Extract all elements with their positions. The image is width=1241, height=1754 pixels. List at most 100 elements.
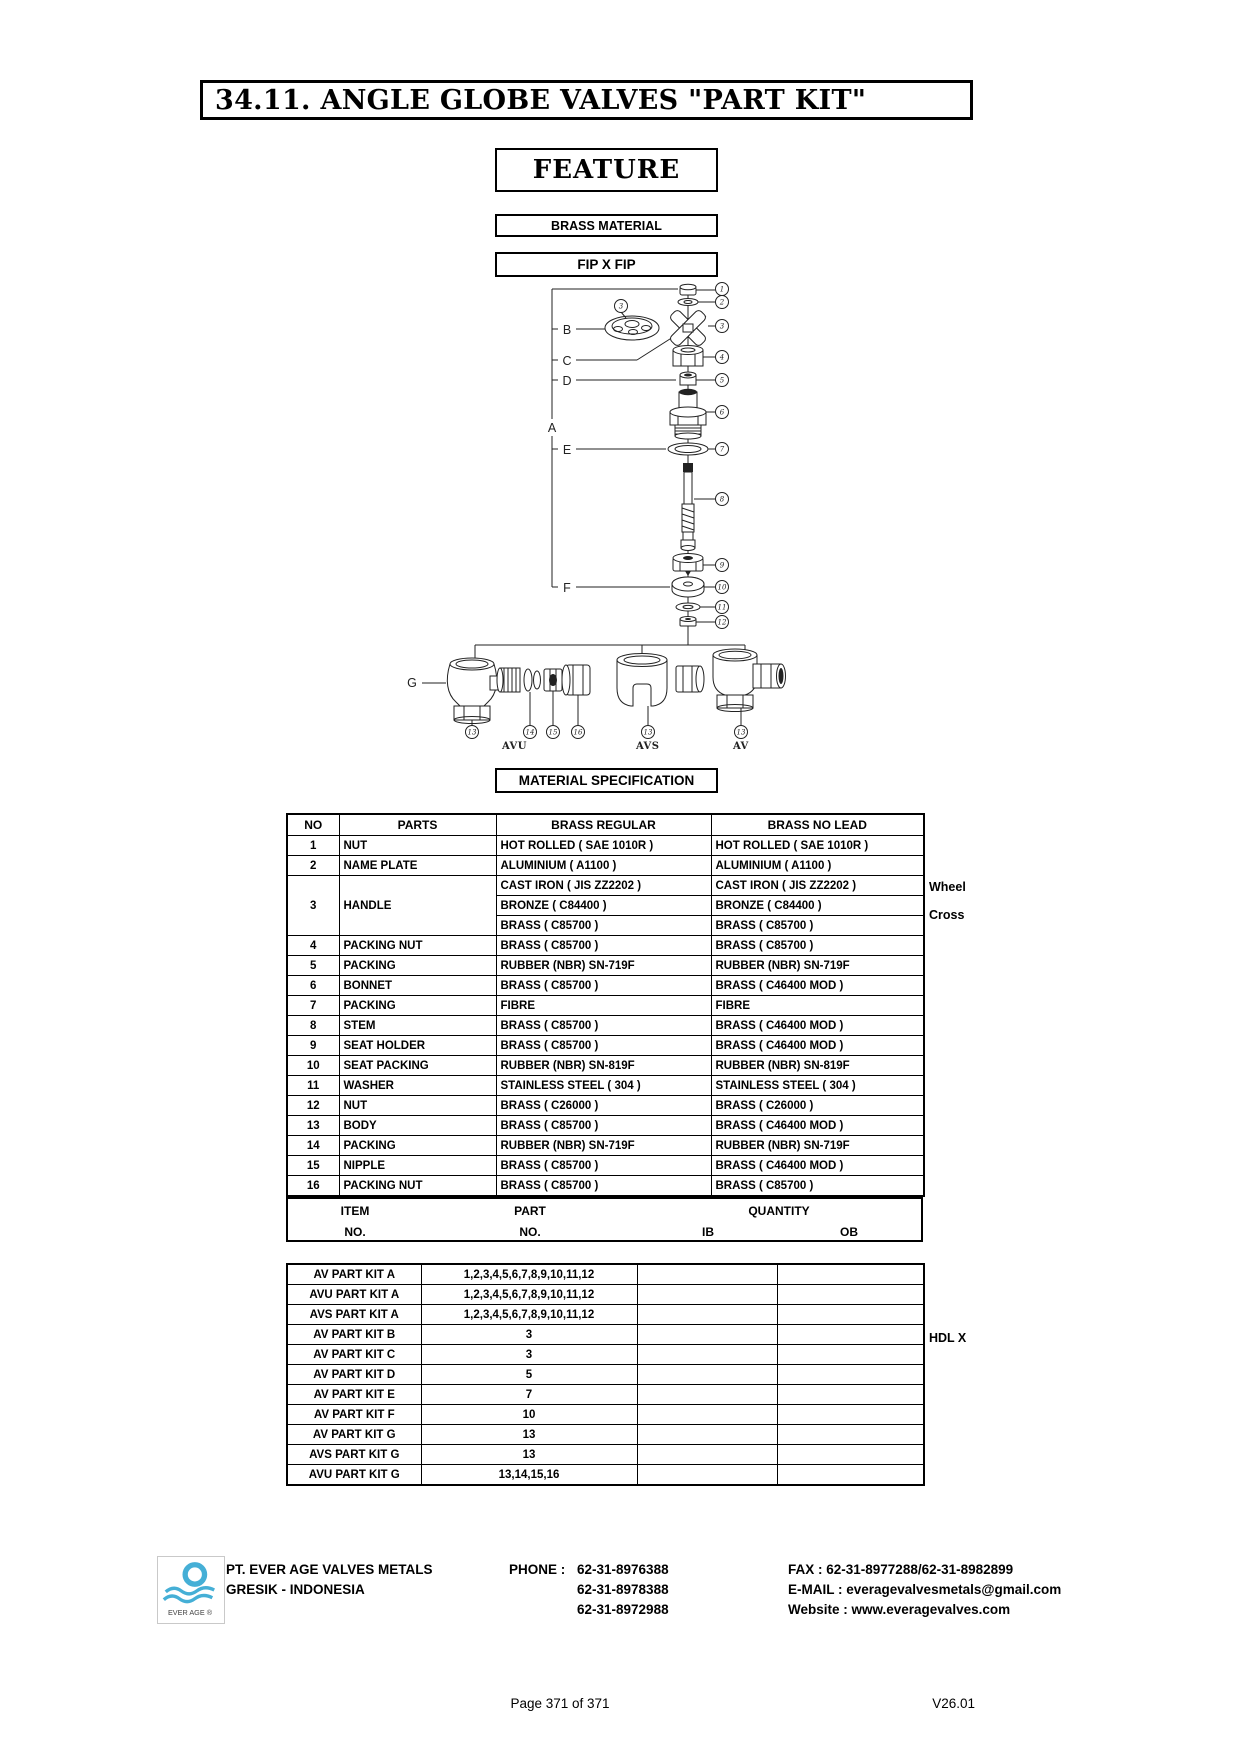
valve-label-avu: AVU <box>501 741 527 752</box>
spec-cell-no: 6 <box>286 975 340 996</box>
spec-cell-no: 8 <box>286 1015 340 1036</box>
feature-heading-text: FEATURE <box>532 155 681 185</box>
spec-cell-parts: NUT <box>338 1095 497 1116</box>
version-label: V26.01 <box>932 1696 975 1711</box>
kit-cell-item: AVS PART KIT G <box>286 1444 422 1465</box>
valve-body-av <box>712 648 786 725</box>
kit-cell-part: 1,2,3,4,5,6,7,8,9,10,11,12 <box>420 1304 638 1325</box>
spec-cell-brass-regular: BRASS ( C85700 ) <box>495 1115 712 1136</box>
kit-cell-ib <box>636 1344 778 1365</box>
spec-cell-brass-regular: RUBBER (NBR) SN-719F <box>495 955 712 976</box>
kit-cell-ob <box>776 1284 925 1305</box>
svg-text:3: 3 <box>720 323 725 331</box>
diagram-letter-f: F <box>563 581 571 595</box>
exploded-valve-diagram: A B C D E F G <box>407 282 786 752</box>
part-cross-handle <box>670 310 715 346</box>
part-packing <box>679 371 715 386</box>
cross-note: Cross <box>929 908 965 922</box>
kit-cell-ob <box>776 1404 925 1425</box>
phone-number-1: 62-31-8976388 <box>577 1562 669 1577</box>
svg-text:6: 6 <box>720 409 725 417</box>
callout-5: 5 <box>715 373 729 387</box>
page-title-text: 34.11. ANGLE GLOBE VALVES "PART KIT" <box>215 84 867 116</box>
spec-cell-brass-regular: BRASS ( C85700 ) <box>495 915 712 936</box>
page-title: 34.11. ANGLE GLOBE VALVES "PART KIT" <box>200 80 973 120</box>
svg-text:14: 14 <box>526 729 535 737</box>
spec-cell-parts: PACKING <box>338 955 497 976</box>
svg-text:5: 5 <box>720 377 725 385</box>
spec-cell-no: 1 <box>286 835 340 856</box>
svg-text:8: 8 <box>720 496 725 504</box>
spec-cell-brass-no-lead: BRASS ( C46400 MOD ) <box>710 1035 925 1056</box>
ever-age-logo-icon: EVER AGE ® <box>162 1562 216 1617</box>
spec-cell-brass-regular: BRASS ( C85700 ) <box>495 1015 712 1036</box>
callout-2: 2 <box>715 295 729 309</box>
material-specification-heading: MATERIAL SPECIFICATION <box>495 768 718 793</box>
kit-cell-ib <box>636 1364 778 1385</box>
callout-4: 4 <box>715 350 729 364</box>
spec-cell-brass-no-lead: BRONZE ( C84400 ) <box>710 895 925 916</box>
spec-cell-parts: NIPPLE <box>338 1155 497 1176</box>
part-wheel-handle <box>604 311 660 341</box>
spec-header-brass-no-lead: BRASS NO LEAD <box>710 813 925 836</box>
valve-body-avs <box>616 653 705 725</box>
kit-header-part-no: NO. <box>519 1224 541 1239</box>
spec-cell-brass-no-lead: BRASS ( C46400 MOD ) <box>710 975 925 996</box>
spec-cell-no: 3 <box>286 875 340 936</box>
svg-text:16: 16 <box>574 729 583 737</box>
fip-x-fip-heading: FIP X FIP <box>495 252 718 277</box>
kit-header-ob: OB <box>840 1224 858 1239</box>
kit-cell-item: AV PART KIT E <box>286 1384 422 1405</box>
spec-cell-brass-regular: FIBRE <box>495 995 712 1016</box>
spec-cell-no: 11 <box>286 1075 340 1096</box>
diagram-connector-lines <box>474 626 746 658</box>
kit-header-ib: IB <box>702 1224 714 1239</box>
page-number: Page 371 of 371 <box>510 1696 610 1711</box>
callout-6: 6 <box>715 405 729 419</box>
spec-cell-brass-no-lead: BRASS ( C46400 MOD ) <box>710 1115 925 1136</box>
spec-cell-brass-regular: BRASS ( C85700 ) <box>495 975 712 996</box>
spec-cell-brass-no-lead: RUBBER (NBR) SN-719F <box>710 955 925 976</box>
spec-cell-no: 16 <box>286 1175 340 1197</box>
spec-cell-parts: WASHER <box>338 1075 497 1096</box>
part-union-thread <box>496 667 531 725</box>
kit-cell-item: AV PART KIT F <box>286 1404 422 1425</box>
spec-cell-no: 2 <box>286 855 340 876</box>
spec-cell-brass-no-lead: STAINLESS STEEL ( 304 ) <box>710 1075 925 1096</box>
spec-cell-brass-regular: BRASS ( C26000 ) <box>495 1095 712 1116</box>
spec-cell-parts: SEAT HOLDER <box>338 1035 497 1056</box>
svg-text:13: 13 <box>468 729 477 737</box>
callout-3-wheel: 3 <box>614 299 628 313</box>
diagram-letter-d: D <box>562 374 571 388</box>
kit-cell-ib <box>636 1263 778 1285</box>
part-seat-holder <box>672 553 715 576</box>
svg-text:11: 11 <box>718 604 727 612</box>
spec-cell-parts: SEAT PACKING <box>338 1055 497 1076</box>
kit-cell-ob <box>776 1464 925 1486</box>
kit-cell-ib <box>636 1384 778 1405</box>
spec-cell-brass-no-lead: RUBBER (NBR) SN-819F <box>710 1055 925 1076</box>
kit-cell-item: AV PART KIT D <box>286 1364 422 1385</box>
spec-cell-brass-regular: CAST IRON ( JIS ZZ2202 ) <box>495 875 712 896</box>
kit-cell-ob <box>776 1424 925 1445</box>
part-nut-lower <box>679 616 715 627</box>
spec-cell-brass-regular: RUBBER (NBR) SN-819F <box>495 1055 712 1076</box>
kit-cell-ob <box>776 1364 925 1385</box>
part-nipple-rings <box>523 668 541 692</box>
